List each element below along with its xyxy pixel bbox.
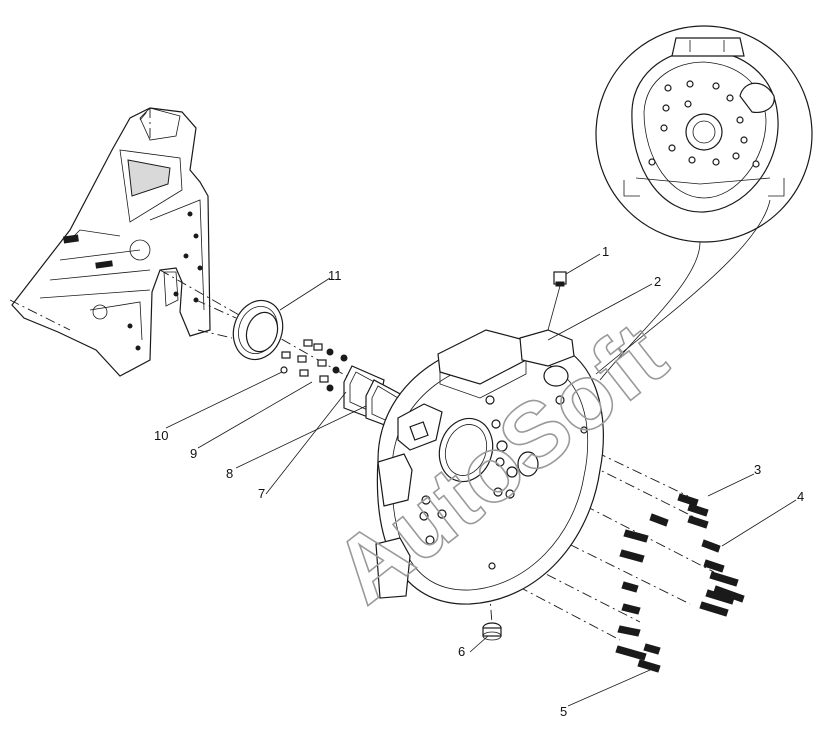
callout-10: 10 — [154, 428, 168, 443]
leader-lines — [165, 253, 797, 707]
callout-2: 2 — [654, 274, 661, 289]
bolt-group-4 — [699, 539, 745, 617]
callout-8: 8 — [226, 466, 233, 481]
callout-9: 9 — [190, 446, 197, 461]
callout-7: 7 — [258, 486, 265, 501]
small-bolts — [280, 339, 348, 392]
flange-bolts — [615, 493, 745, 673]
pipe-fitting — [547, 271, 567, 331]
bolt-group-5 — [615, 529, 661, 673]
callout-3: 3 — [754, 462, 761, 477]
drain-plug — [482, 622, 502, 641]
detail-view — [595, 25, 813, 381]
flywheel-housing — [375, 329, 604, 605]
engine-block — [9, 107, 211, 377]
callout-6: 6 — [458, 644, 465, 659]
callout-1: 1 — [602, 244, 609, 259]
cover-plate — [343, 365, 405, 431]
bolt-group-3 — [649, 493, 709, 529]
callout-labels: 1 2 3 4 5 6 7 8 9 10 11 — [154, 244, 804, 719]
oil-seal — [232, 299, 284, 361]
callout-11: 11 — [328, 268, 342, 283]
callout-5: 5 — [560, 704, 567, 719]
callout-4: 4 — [797, 489, 804, 504]
